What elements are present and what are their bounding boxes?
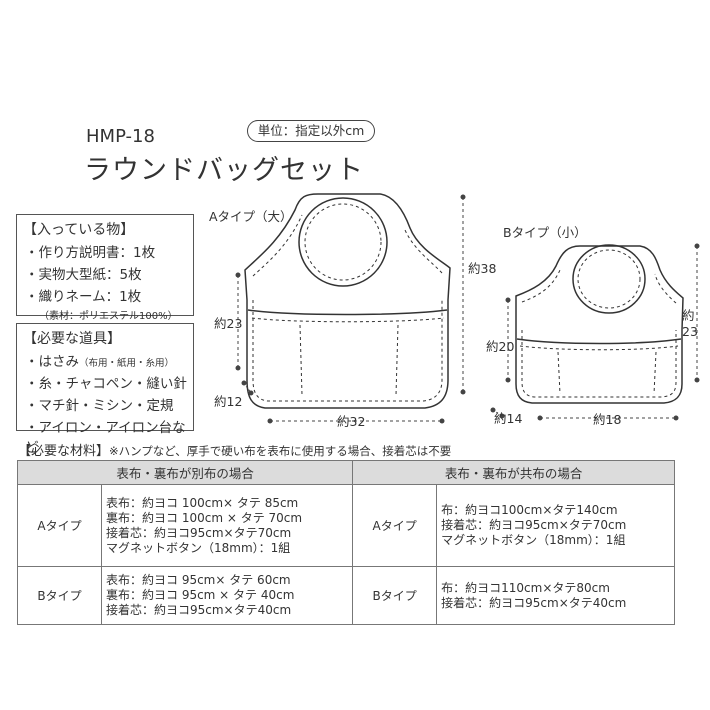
material-line: 接着芯：約ヨコ95cm×タテ70cm <box>106 525 292 540</box>
tools-box: 【必要な道具】 ・はさみ（布用・紙用・糸用） ・糸・チャコペン・縫い針 ・マチ針… <box>16 323 194 456</box>
bag-b-gusset: 約14 <box>494 411 523 426</box>
bag-b-label: Bタイプ（小） <box>503 225 587 240</box>
material-line: 表布：約ヨコ 100cm× タテ 85cm <box>106 495 299 510</box>
table-row: Bタイプ 表布：約ヨコ 95cm× タテ 60cm 裏布：約ヨコ 95cm × … <box>17 566 675 625</box>
product-code: HMP-18 <box>86 126 155 147</box>
contents-heading: 【入っている物】 <box>23 222 135 238</box>
material-line: 接着芯：約ヨコ95cm×タテ40cm <box>441 595 627 610</box>
tools-item: ・はさみ（布用・紙用・糸用） <box>25 350 193 370</box>
unit-note: 単位：指定以外cm <box>247 120 375 142</box>
material-line: マグネットボタン（18mm）：1組 <box>106 540 291 555</box>
page-title: ラウンドバッグセット <box>84 155 364 186</box>
bag-a-body-height: 約23 <box>214 316 243 331</box>
material-line: 接着芯：約ヨコ95cm×タテ70cm <box>441 518 627 532</box>
materials-table: 表布・裏布が別布の場合 表布・裏布が共布の場合 Aタイプ 表布：約ヨコ 100c… <box>16 460 675 625</box>
material-line: 表布：約ヨコ 95cm× タテ 60cm <box>106 573 291 587</box>
shared-cell: 布：約ヨコ100cm×タテ140cm 接着芯：約ヨコ95cm×タテ70cm マグ… <box>436 484 675 567</box>
tools-item: ・マチ針・ミシン・定規 <box>25 398 174 414</box>
material-line: 布：約ヨコ110cm×タテ80cm <box>441 580 610 595</box>
contents-material-note: （素材：ポリエステル100%） <box>39 311 178 322</box>
separate-cell: 表布：約ヨコ 95cm× タテ 60cm 裏布：約ヨコ 95cm × タテ 40… <box>100 566 354 625</box>
material-line: 裏布：約ヨコ 100cm × タテ 70cm <box>106 510 303 525</box>
material-line: マグネットボタン（18mm）：1組 <box>441 533 626 547</box>
bag-a-drawing <box>244 193 451 409</box>
bag-a-gusset: 約12 <box>214 394 243 409</box>
type-cell: Aタイプ <box>17 484 102 567</box>
bag-b-body-height: 約20 <box>486 339 515 354</box>
contents-box: 【入っている物】 ・作り方説明書：1枚 ・実物大型紙：5枚 ・織りネーム：1枚 … <box>16 214 194 322</box>
bag-a-height: 約38 <box>468 261 497 276</box>
materials-heading: 【必要な材料】 <box>18 444 110 459</box>
contents-item: ・作り方説明書：1枚 <box>25 245 156 261</box>
bag-a-dimensions <box>235 194 466 424</box>
type-cell: Bタイプ <box>17 566 102 625</box>
tools-heading: 【必要な道具】 <box>23 331 121 347</box>
tools-item: ・アイロン・アイロン台など <box>25 420 186 456</box>
type-cell: Aタイプ <box>352 484 438 567</box>
col-shared-header: 表布・裏布が共布の場合 <box>352 460 675 485</box>
bag-a-label: Aタイプ（大） <box>209 209 293 224</box>
shared-cell: 布：約ヨコ110cm×タテ80cm 接着芯：約ヨコ95cm×タテ40cm <box>436 566 675 625</box>
table-header-row: 表布・裏布が別布の場合 表布・裏布が共布の場合 <box>16 460 675 485</box>
contents-item: ・織りネーム：1枚 <box>25 289 142 305</box>
bag-b-width: 約18 <box>593 412 622 427</box>
separate-cell: 表布：約ヨコ 100cm× タテ 85cm 裏布：約ヨコ 100cm × タテ … <box>100 484 354 567</box>
bag-b-dimensions <box>490 243 700 421</box>
contents-item: ・実物大型紙：5枚 <box>25 267 142 283</box>
col-separate-header: 表布・裏布が別布の場合 <box>16 460 354 485</box>
bag-a-width: 約32 <box>337 414 366 429</box>
material-line: 裏布：約ヨコ 95cm × タテ 40cm <box>106 588 295 602</box>
materials-note: ※ハンプなど、厚手で硬い布を表布に使用する場合、接着芯は不要 <box>109 444 452 458</box>
type-cell: Bタイプ <box>352 566 438 625</box>
material-line: 接着芯：約ヨコ95cm×タテ40cm <box>106 603 292 617</box>
table-row: Aタイプ 表布：約ヨコ 100cm× タテ 85cm 裏布：約ヨコ 100cm … <box>17 484 675 567</box>
tools-item-main: ・はさみ <box>25 354 79 370</box>
bag-b-height: 約23 <box>682 308 698 339</box>
material-line: 布：約ヨコ100cm×タテ140cm <box>441 503 618 517</box>
tools-item-sub: （布用・紙用・糸用） <box>79 358 175 369</box>
bag-b-drawing <box>515 244 684 404</box>
materials-header: 【必要な材料】※ハンプなど、厚手で硬い布を表布に使用する場合、接着芯は不要 <box>18 440 451 459</box>
tools-item: ・糸・チャコペン・縫い針 <box>25 376 187 392</box>
